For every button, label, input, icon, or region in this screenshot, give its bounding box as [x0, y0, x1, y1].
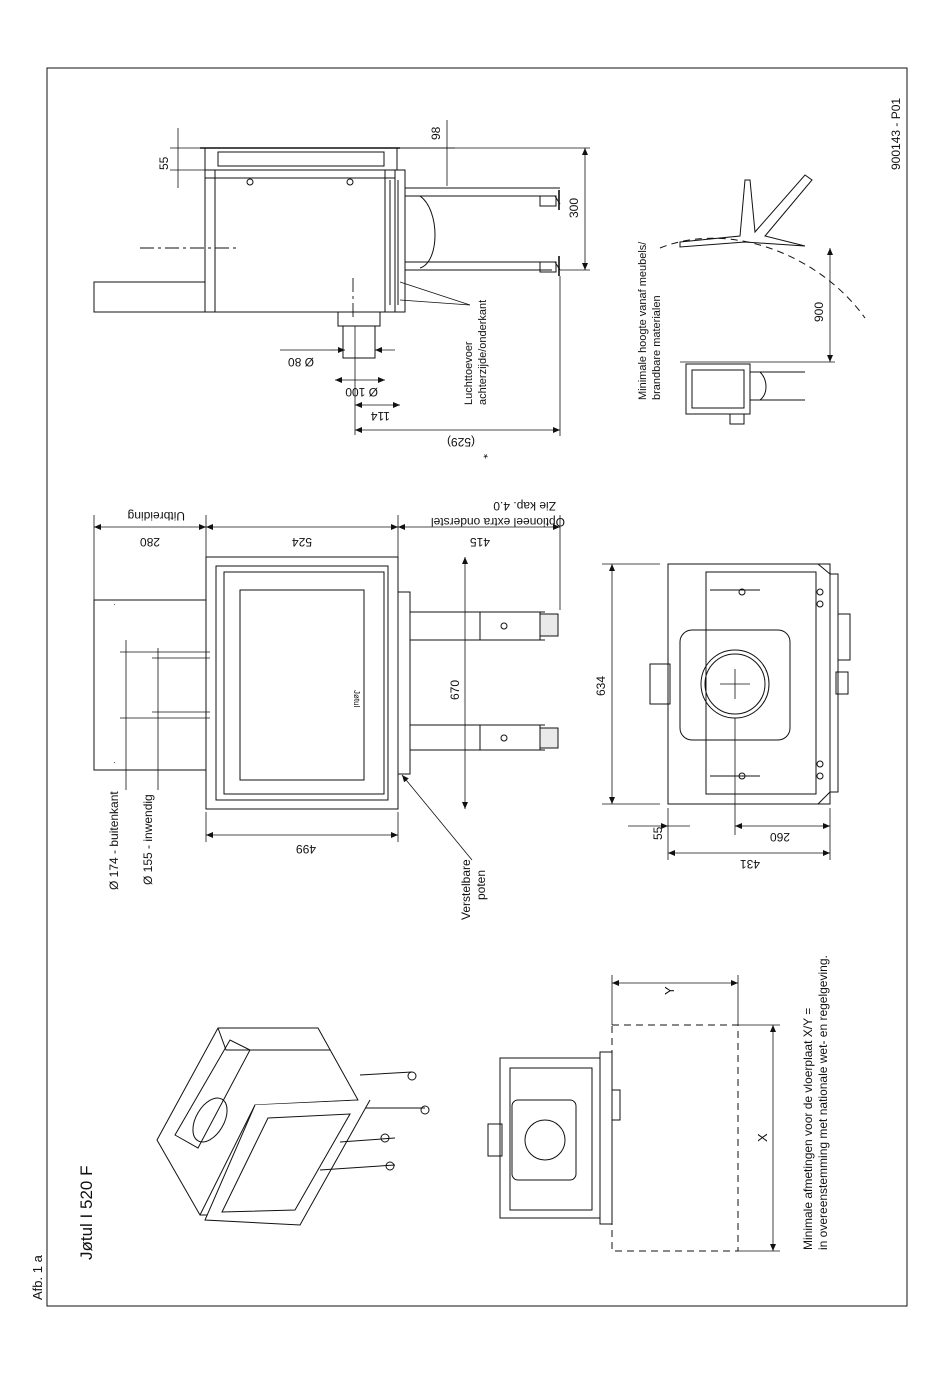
air-supply-label-2: achterzijde/onderkant [477, 300, 489, 405]
optional-frame-label-1: Optioneel extra onderstel [431, 515, 565, 529]
dim-300: 300 [567, 198, 581, 218]
isometric-view [156, 1027, 430, 1226]
product-title: Jøtul I 520 F [77, 1166, 96, 1260]
pipe-outer-label: Ø 174 - buitenkant [107, 791, 121, 890]
drawing-frame [46, 67, 908, 1307]
dim-280: 280 [140, 535, 160, 549]
clearance-label-2: brandbare materialen [651, 295, 663, 400]
floor-plate-y: Y [662, 986, 677, 995]
svg-text:·: · [113, 600, 116, 609]
air-supply-label-1: Luchttoevoer [463, 341, 475, 405]
top-view: 634 55 260 431 [594, 563, 851, 871]
dim-260: 260 [770, 830, 790, 844]
dim-499: 499 [296, 842, 316, 856]
pipe-inner-label: Ø 155 - inwendig [141, 794, 155, 885]
dim-d80: Ø 80 [288, 355, 314, 369]
dim-55-top: 55 [651, 826, 665, 840]
drawing-number: 900143 - P01 [889, 98, 903, 170]
dim-55-side: 55 [157, 156, 171, 170]
dim-431: 431 [740, 857, 760, 871]
floor-plate: Y X Minimale afmetingen voor de vloerpla… [611, 955, 830, 1252]
floor-plate-x: X [755, 1133, 770, 1142]
clearance-dim-900: 900 [812, 302, 826, 322]
adjustable-legs-label-1: Verstelbare [459, 859, 473, 920]
optional-frame-label-2: Zie kap. 4.0 [493, 499, 556, 513]
figure-label: Afb. 1 a [30, 1254, 45, 1300]
dim-98: 98 [429, 126, 443, 140]
floor-plate-note-2: in overeenstemming met nationale wet- en… [816, 955, 830, 1250]
side-view: 55 98 300 Ø 80 Ø 100 114 (529) * Luchtto… [93, 120, 590, 461]
dim-634: 634 [594, 676, 608, 696]
dim-star: * [483, 447, 488, 461]
dim-670: 670 [448, 680, 462, 700]
dim-529: (529) [447, 435, 475, 449]
svg-text:Jøtul: Jøtul [352, 690, 361, 708]
dim-415: 415 [470, 535, 490, 549]
adjustable-legs-label-2: poten [474, 870, 488, 900]
small-front-view [487, 1051, 621, 1225]
dim-d100: Ø 100 [345, 385, 378, 399]
dim-524: 524 [292, 535, 312, 549]
clearance-label-1: Minimale hoogte vanaf meubels/ [637, 241, 649, 400]
svg-text:·: · [113, 758, 116, 767]
front-view: · · Jøtul 280 524 4 [93, 499, 565, 920]
clearance-sketch: 900 Minimale hoogte vanaf meubels/ brand… [637, 174, 866, 425]
extension-label: Uitbreiding [128, 509, 185, 523]
floor-plate-note-1: Minimale afmetingen voor de vloerplaat X… [801, 1008, 815, 1250]
dim-114: 114 [371, 409, 390, 423]
